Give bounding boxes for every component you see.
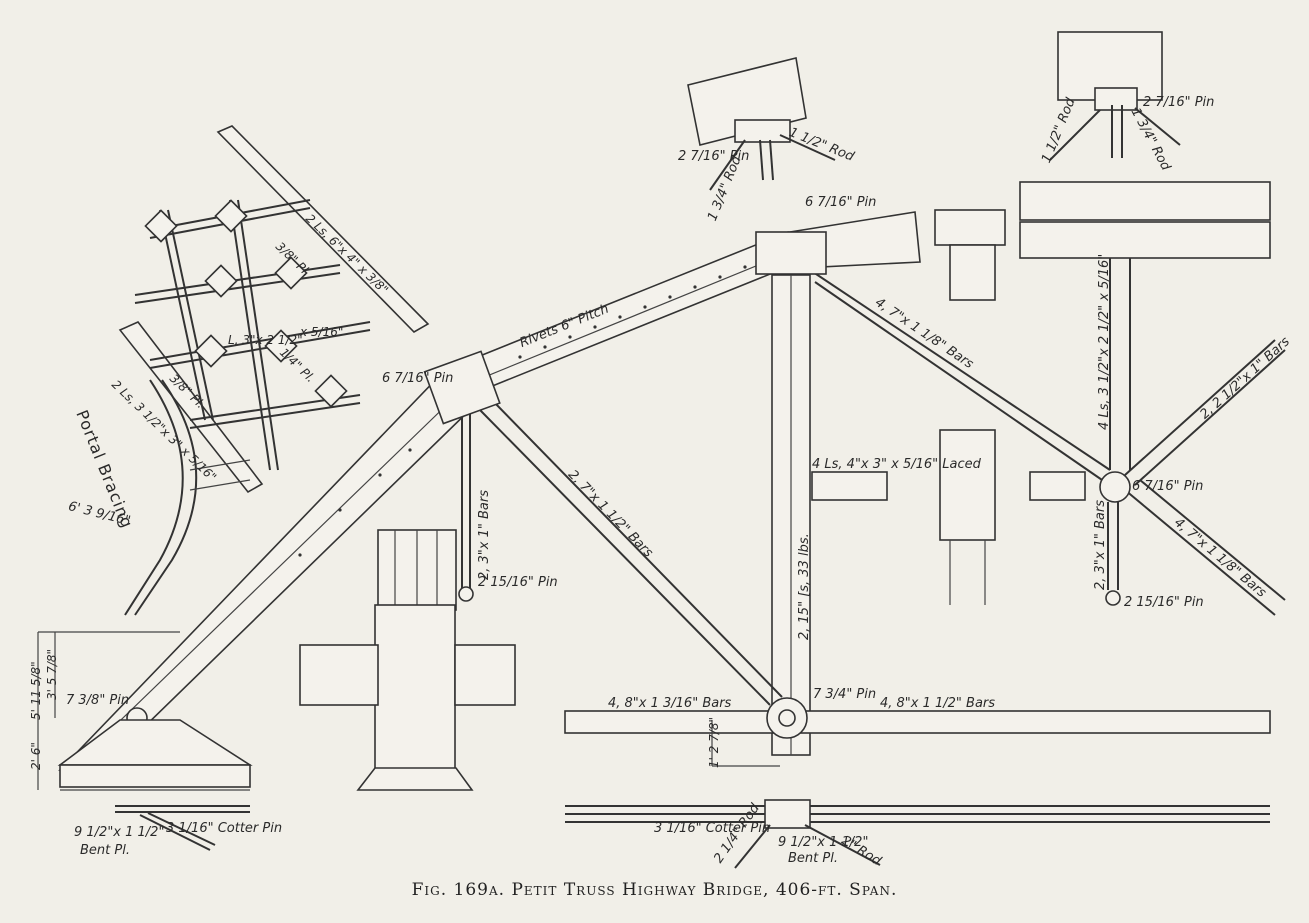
rivet-rows xyxy=(298,265,747,557)
dimension-lines xyxy=(37,631,780,790)
label-bent-left-2: Bent Pl. xyxy=(80,843,130,858)
label-portal-angle: L, 3"x 2 1/2" xyxy=(228,333,303,347)
pier-section xyxy=(299,529,516,791)
label-portal-small: x 5/16" xyxy=(300,325,344,339)
label-detail-pin-b: 2 7/16" Pin xyxy=(1143,95,1215,110)
label-dim-end-1: 5' 11 5/8" xyxy=(29,661,43,720)
label-bent-right-1: 9 1/2"x 1 1/2" xyxy=(778,835,869,850)
label-left-pin: 6 7/16" Pin xyxy=(382,371,454,386)
label-detail-pin-a: 2 7/16" Pin xyxy=(678,149,750,164)
portal-bracing xyxy=(118,125,430,616)
label-vertical-post: 2, 15" [s, 33 lbs. xyxy=(797,533,812,640)
label-top-pin: 6 7/16" Pin xyxy=(805,195,877,210)
label-end-pin: 7 3/8" Pin xyxy=(66,693,130,708)
label-right-pin: 6 7/16" Pin xyxy=(1132,479,1204,494)
label-bottom-bars-left: 4, 8"x 1 3/16" Bars xyxy=(608,696,732,711)
label-dim-bottom: 1' 2 7/8" xyxy=(707,716,721,768)
label-dim-end-3: 2' 6" xyxy=(29,742,43,770)
figure-caption: Fig. 169a. Petit Truss Highway Bridge, 4… xyxy=(411,880,898,900)
truss-members xyxy=(57,211,1286,791)
detail-views-top xyxy=(687,31,1286,606)
label-right-hanger: 2, 3"x 1" Bars xyxy=(1093,500,1108,590)
label-hanger-bars: 2, 3"x 1" Bars xyxy=(477,490,492,580)
label-cotter-left: 3 1/16" Cotter Pin xyxy=(166,821,283,836)
label-hanger-pin: 2 15/16" Pin xyxy=(478,575,558,590)
label-laced: 4 Ls, 4"x 3" x 5/16" Laced xyxy=(812,457,981,472)
bottom-details xyxy=(115,799,1270,869)
label-bottom-bars-right: 4, 8"x 1 1/2" Bars xyxy=(880,696,996,711)
label-cotter-right: 3 1/16" Cotter Pin xyxy=(654,821,771,836)
label-bent-right-2: Bent Pl. xyxy=(788,851,838,866)
label-right-post: 4 Ls, 3 1/2"x 2 1/2" x 5/16" xyxy=(1097,253,1112,430)
label-right-hanger-pin: 2 15/16" Pin xyxy=(1124,595,1204,610)
label-bottom-pin: 7 3/4" Pin xyxy=(813,687,877,702)
label-dim-end-2: 3' 5 7/8" xyxy=(45,648,59,700)
label-bent-left-1: 9 1/2"x 1 1/2" xyxy=(74,825,165,840)
